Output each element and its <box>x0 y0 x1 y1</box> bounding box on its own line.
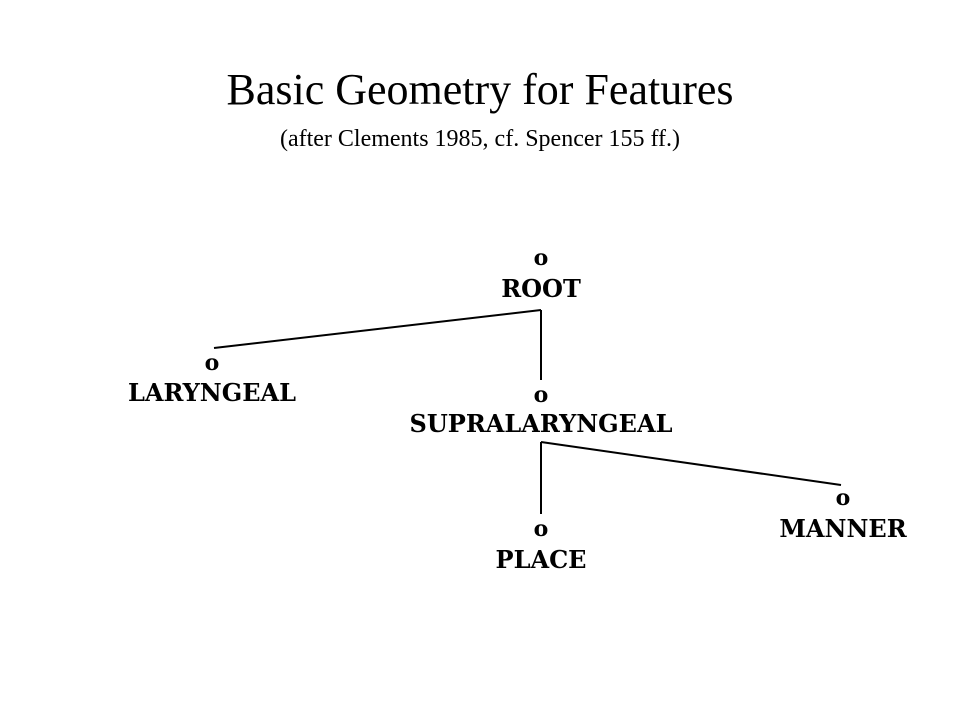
root-node-marker: o <box>534 245 549 271</box>
supralaryngeal-label: SUPRALARYNGEAL <box>410 409 673 438</box>
place-node-marker: o <box>534 516 549 542</box>
edge-supralaryngeal-manner <box>540 441 842 486</box>
slide-subtitle: (after Clements 1985, cf. Spencer 155 ff… <box>279 126 681 152</box>
laryngeal-node-marker: o <box>205 350 220 376</box>
root-label: ROOT <box>501 274 581 303</box>
supralaryngeal-node-marker: o <box>534 382 549 408</box>
manner-node-marker: o <box>836 485 851 511</box>
edge-root-laryngeal <box>213 309 542 349</box>
manner-label: MANNER <box>779 514 907 543</box>
slide-title: Basic Geometry for Features <box>226 65 734 114</box>
laryngeal-label: LARYNGEAL <box>128 378 296 407</box>
place-label: PLACE <box>496 545 587 574</box>
